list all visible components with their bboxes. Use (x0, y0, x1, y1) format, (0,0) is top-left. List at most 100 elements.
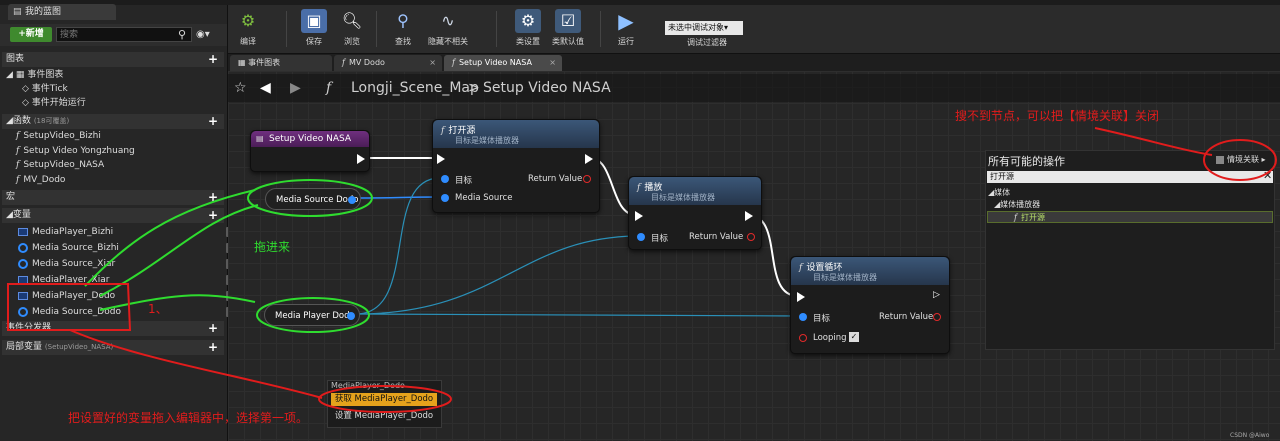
context-sensitive-toggle[interactable]: 情境关联 ▸ (1216, 154, 1266, 165)
close-icon[interactable]: × (549, 58, 556, 67)
entry-node-setup-video-nasa[interactable]: Setup Video NASA ▤ (250, 130, 370, 172)
class-settings-button[interactable]: ⚙类设置 (515, 9, 541, 46)
breadcrumb-map[interactable]: Longji_Scene_Map (351, 80, 479, 96)
view-options-icon[interactable]: ◉▾ (196, 29, 210, 40)
star-icon[interactable]: ☆ (234, 80, 247, 96)
green-arrow (99, 294, 256, 311)
class-defaults-icon: ☑ (555, 9, 581, 33)
output-pin[interactable] (348, 196, 356, 204)
main-toolbar: ⚙编译 ▣保存 🔍︎浏览 ⚲查找 ∿隐藏不相关 ⚙类设置 ☑类默认值 ▶运行 (228, 5, 1280, 54)
media-player-type-icon (18, 227, 28, 236)
exec-out-pin[interactable]: ▷ (933, 290, 940, 300)
magnifier-icon: 🔍︎ (341, 11, 363, 30)
data-wire (355, 196, 441, 199)
toolbar-divider (496, 11, 497, 47)
red-highlight (1203, 139, 1277, 181)
class-defaults-button[interactable]: ☑类默认值 (552, 9, 584, 46)
action-search-input[interactable]: 打开源 (987, 171, 1273, 183)
add-function-icon[interactable]: + (207, 114, 218, 128)
compile-icon: ⚙ (240, 11, 256, 30)
function-entry-icon: ▤ (256, 134, 264, 143)
exec-out-pin[interactable] (357, 154, 365, 164)
add-dispatcher-icon[interactable]: + (207, 321, 218, 335)
exec-out-pin[interactable] (585, 154, 593, 164)
return-value-pin[interactable] (583, 175, 591, 183)
tree-category-media[interactable]: ◢媒体 (988, 188, 1011, 197)
var-node-media-source-dodo[interactable]: Media Source Dodo (265, 188, 361, 210)
function-icon: f (16, 146, 20, 156)
section-functions[interactable]: ◢函数 (18可覆盖)+ (2, 114, 224, 129)
media-source-type-icon (18, 258, 28, 269)
tab-event-graph[interactable]: ▦ 事件图表 (230, 55, 332, 71)
exec-in-pin[interactable] (437, 154, 445, 164)
exec-in-pin[interactable] (797, 292, 805, 302)
run-button[interactable]: ▶运行 (608, 9, 644, 47)
section-variables[interactable]: ◢变量+ (2, 208, 224, 223)
save-button[interactable]: ▣保存 (296, 9, 332, 47)
output-pin[interactable] (347, 312, 355, 320)
return-value-pin[interactable] (933, 313, 941, 321)
toolbar-divider (286, 11, 287, 47)
get-variable-option[interactable]: 获取 MediaPlayer_Dodo (331, 393, 437, 406)
debug-object-select[interactable]: 未选中调试对象▾ (665, 21, 743, 35)
hide-unrelated-button[interactable]: ∿隐藏不相关 (428, 11, 468, 46)
function-icon: f (637, 183, 641, 193)
compile-button[interactable]: ⚙编译 (230, 9, 266, 47)
add-local-variable-icon[interactable]: + (207, 340, 218, 354)
media-source-pin[interactable] (441, 194, 449, 202)
my-blueprint-tab[interactable]: ▤我的蓝图 (8, 4, 116, 20)
target-pin[interactable] (799, 313, 807, 321)
tree-category-media-player[interactable]: ◢媒体播放器 (994, 200, 1041, 209)
section-local-variables[interactable]: 局部变量 (SetupVideo_NASA)+ (2, 340, 224, 355)
exec-out-pin[interactable] (745, 211, 753, 221)
section-macros[interactable]: 宏+ (2, 190, 224, 205)
add-variable-icon[interactable]: + (207, 208, 218, 222)
clear-search-icon[interactable]: ✕ (1263, 169, 1273, 182)
section-graphs[interactable]: 图表+ (2, 52, 224, 67)
close-icon[interactable]: × (429, 58, 436, 67)
add-graph-icon[interactable]: + (207, 52, 218, 66)
tree-event-tick[interactable]: ◇ 事件Tick (22, 84, 68, 94)
back-arrow-icon[interactable]: ◀ (260, 80, 271, 96)
exec-in-pin[interactable] (635, 211, 643, 221)
target-pin[interactable] (441, 175, 449, 183)
forward-arrow-icon[interactable]: ▶ (290, 80, 301, 96)
add-new-button[interactable]: +新增 (10, 27, 52, 42)
class-settings-icon: ⚙ (515, 9, 541, 33)
action-selected-row[interactable] (987, 211, 1273, 223)
function-icon: f (441, 126, 445, 136)
graph-icon: ▦ (15, 70, 25, 80)
add-macro-icon[interactable]: + (207, 190, 218, 204)
looping-pin[interactable] (799, 334, 807, 342)
find-button[interactable]: ⚲查找 (385, 9, 421, 47)
tree-event-begin[interactable]: ◇ 事件开始运行 (22, 98, 86, 108)
set-variable-option[interactable]: 设置 MediaPlayer_Dodo (334, 411, 434, 421)
breadcrumb: ☆ ◀ ▶ f Longji_Scene_Map > Setup Video N… (228, 74, 1280, 102)
target-pin[interactable] (637, 233, 645, 241)
graph-icon: ▦ (238, 58, 249, 67)
tree-event-graph[interactable]: ◢▦ 事件图表 (6, 70, 64, 80)
return-value-pin[interactable] (747, 233, 755, 241)
var-node-media-player-dodo[interactable]: Media Player Dodo (264, 304, 360, 326)
toolbar-divider (600, 11, 601, 47)
section-event-dispatchers[interactable]: 事件分发器+ (2, 321, 224, 336)
search-input[interactable]: 搜索 (56, 27, 192, 42)
looping-checkbox[interactable]: ✓ (849, 332, 859, 342)
search-icon[interactable]: ⚲ (178, 28, 187, 41)
browse-button[interactable]: 🔍︎浏览 (334, 9, 370, 47)
blueprint-graph-canvas[interactable] (228, 71, 1280, 441)
